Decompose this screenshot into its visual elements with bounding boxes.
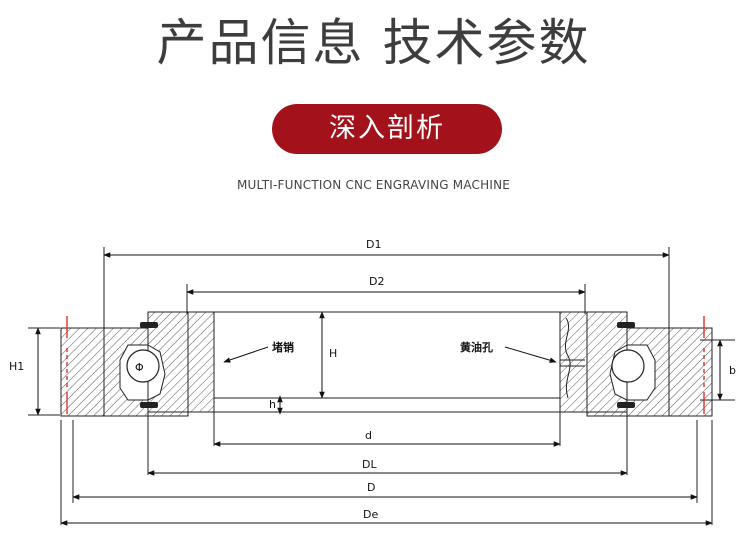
callout-plug-pin: 堵销 <box>272 340 294 354</box>
dimension-label-D2: D2 <box>369 275 384 288</box>
dimension-label-H1: H1 <box>9 360 24 373</box>
dimension-label-D: D <box>367 481 375 494</box>
ball-left <box>126 349 160 383</box>
dimension-label-DL: DL <box>362 458 377 471</box>
dimension-label-d: d <box>365 429 372 442</box>
dimension-label-H: H <box>329 347 337 360</box>
dimension-label-h: h <box>269 398 276 411</box>
dimension-label-b: b <box>729 364 736 377</box>
page-title: 产品信息 技术参数 <box>156 14 591 72</box>
page-subtitle: MULTI-FUNCTION CNC ENGRAVING MACHINE <box>236 178 511 192</box>
section-badge: 深入剖析 <box>272 104 502 154</box>
dimension-label-D1: D1 <box>366 238 381 251</box>
dimension-label-De: De <box>363 508 378 521</box>
callout-grease-hole: 黄油孔 <box>460 340 493 354</box>
ball-right <box>611 349 645 383</box>
ball-diameter-symbol: Φ <box>135 361 144 374</box>
